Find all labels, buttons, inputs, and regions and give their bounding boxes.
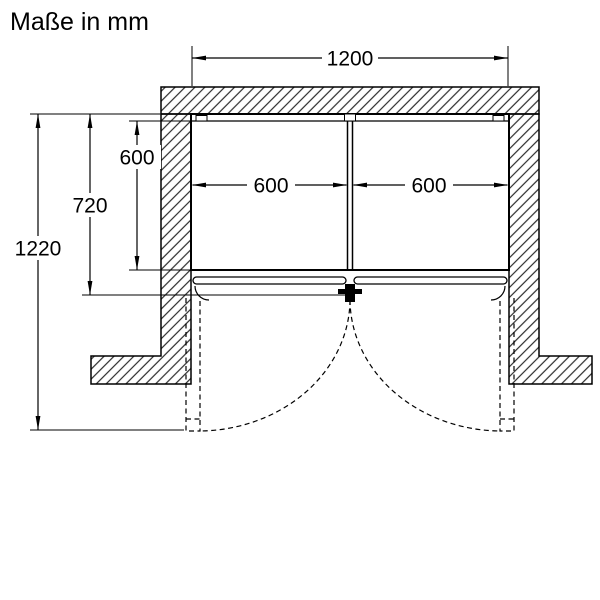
top-hinge-right [492, 115, 505, 122]
wall-top [160, 86, 540, 115]
wall-hatching [90, 86, 593, 385]
cabinet-outline [190, 113, 510, 271]
dimension-labels: 1200 600 600 600 720 1220 [15, 48, 447, 261]
dim-label-depth-door-open: 1220 [15, 238, 62, 261]
dim-label-right-unit-width: 600 [411, 175, 446, 198]
dim-label-depth-incl-door: 720 [72, 195, 107, 218]
open-door-right-outline [499, 298, 515, 432]
center-hinge-fitting [338, 284, 362, 302]
dimension-label-backgrounds [10, 46, 453, 260]
open-door-left-outline [185, 298, 201, 432]
door-swing [185, 298, 515, 432]
dim-label-cabinet-depth: 600 [119, 147, 154, 170]
door-front-left-closed [192, 276, 347, 285]
top-hinge-left [195, 115, 208, 122]
door-swing-arc-left [199, 299, 351, 432]
front-hinge-arc-right [490, 285, 506, 301]
wall-right [508, 113, 593, 385]
page-title: Maße in mm [10, 8, 149, 36]
appliance-top-view [190, 113, 510, 302]
top-hinge-center [344, 113, 356, 122]
door-front-right-closed [353, 276, 508, 285]
dim-label-niche-width: 1200 [327, 48, 374, 71]
front-hinge-arc-left [194, 285, 210, 301]
door-swing-arc-right [349, 299, 501, 432]
dim-label-left-unit-width: 600 [253, 175, 288, 198]
